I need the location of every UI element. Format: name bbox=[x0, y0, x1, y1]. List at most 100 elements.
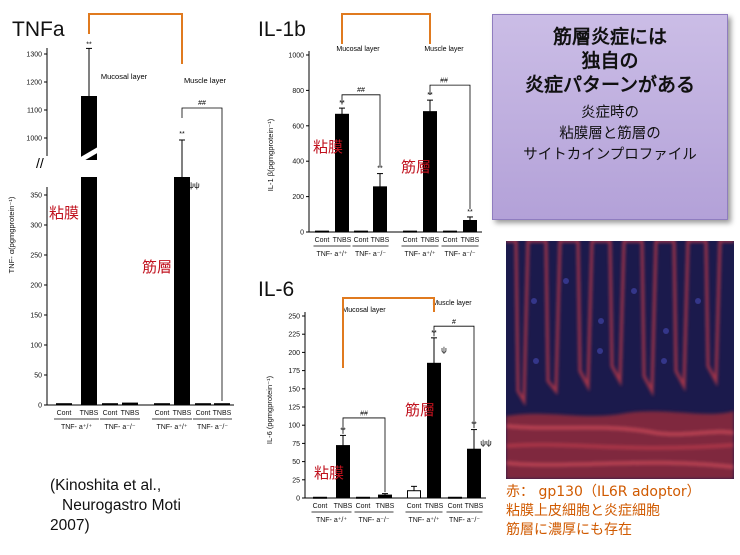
y-tick-label: 0 bbox=[300, 230, 304, 237]
category-label: Cont bbox=[103, 410, 118, 417]
category-label: TNBS bbox=[80, 410, 99, 417]
genotype-label: TNF- a⁻/⁻ bbox=[355, 251, 386, 258]
genotype-label: TNF- a⁻/⁻ bbox=[444, 251, 475, 258]
y-tick-label: 200 bbox=[288, 350, 300, 357]
bar bbox=[448, 496, 462, 499]
category-label: Cont bbox=[407, 503, 422, 510]
significance-mark: ** bbox=[86, 41, 92, 48]
y-tick-label: 25 bbox=[292, 477, 300, 484]
category-label: Cont bbox=[403, 237, 418, 244]
bar bbox=[427, 362, 441, 499]
category-label: Cont bbox=[315, 237, 330, 244]
layer-label: 筋層 bbox=[401, 159, 431, 176]
bar bbox=[313, 496, 327, 499]
comparison-bracket bbox=[341, 94, 381, 167]
genotype-label: TNF- a⁺/⁺ bbox=[61, 424, 92, 431]
category-label: TNBS bbox=[173, 410, 192, 417]
category-label: TNBS bbox=[333, 237, 352, 244]
genotype-label: TNF- a⁻/⁻ bbox=[197, 424, 228, 431]
bar bbox=[403, 230, 417, 233]
comparison-label: ## bbox=[440, 77, 448, 84]
y-axis-label: TNF- α(pgmgprotein⁻¹) bbox=[7, 196, 16, 273]
genotype-label: TNF- a⁺/⁺ bbox=[156, 424, 187, 431]
y-tick-label: 200 bbox=[30, 283, 42, 290]
genotype-label: TNF- a⁺/⁺ bbox=[404, 251, 435, 258]
il6-title: IL-6 bbox=[258, 278, 295, 301]
bar bbox=[407, 490, 421, 499]
category-label: Cont bbox=[57, 410, 72, 417]
genotype-label: TNF- a⁺/⁺ bbox=[408, 517, 439, 524]
bar bbox=[81, 177, 97, 405]
group-label: Muscle layer bbox=[184, 76, 227, 85]
y-tick-label: 150 bbox=[288, 386, 300, 393]
callout-box: 筋層炎症には 独自の 炎症パターンがある 炎症時の 粘膜層と筋層の サイトカイン… bbox=[492, 14, 728, 220]
caption-line: 赤： gp130（IL6R adoptor） bbox=[506, 484, 701, 500]
y-tick-label: 400 bbox=[292, 159, 304, 166]
y-axis-label: IL-6 (pgmgprotein⁻¹) bbox=[265, 375, 274, 444]
category-label: TNBS bbox=[465, 503, 484, 510]
genotype-label: TNF- a⁻/⁻ bbox=[449, 517, 480, 524]
y-tick-label: 1200 bbox=[26, 80, 42, 87]
micrograph-caption: 赤： gp130（IL6R adoptor） 粘膜上皮細胞と炎症細胞 筋層に濃厚… bbox=[506, 483, 736, 540]
y-tick-label: 1100 bbox=[27, 108, 42, 115]
callout-sub-line: 粘膜層と筋層の bbox=[559, 126, 661, 142]
y-tick-label: 225 bbox=[288, 332, 300, 339]
y-tick-label: 600 bbox=[292, 123, 304, 130]
tnfa-chart: //0501001502002503003501000110012001300*… bbox=[7, 13, 234, 431]
category-label: Cont bbox=[354, 237, 369, 244]
callout-title-line: 独自の bbox=[581, 50, 639, 72]
comparison-label: ## bbox=[357, 87, 365, 94]
y-tick-label: 0 bbox=[296, 496, 300, 503]
caption-line: 粘膜上皮細胞と炎症細胞 bbox=[506, 503, 660, 519]
comparison-label: # bbox=[452, 319, 456, 326]
significance-mark: ** bbox=[377, 166, 383, 173]
genotype-label: TNF- a⁻/⁻ bbox=[104, 424, 135, 431]
bar-break-gap bbox=[75, 145, 103, 165]
y-tick-label: 1300 bbox=[26, 52, 42, 59]
category-label: Cont bbox=[155, 410, 170, 417]
callout-title-line: 炎症パターンがある bbox=[524, 74, 696, 96]
genotype-label: TNF- a⁺/⁺ bbox=[316, 251, 347, 258]
category-label: TNBS bbox=[371, 237, 390, 244]
y-tick-label: 175 bbox=[288, 368, 300, 375]
bar bbox=[335, 113, 349, 233]
category-label: TNBS bbox=[121, 410, 140, 417]
group-bracket bbox=[341, 13, 431, 44]
y-tick-label: 250 bbox=[288, 314, 300, 321]
category-label: Cont bbox=[356, 503, 371, 510]
significance-mark: ** bbox=[467, 209, 473, 216]
significance-mark: ** bbox=[179, 131, 185, 138]
category-label: TNBS bbox=[461, 237, 480, 244]
bar bbox=[195, 403, 211, 406]
comparison-bracket bbox=[429, 84, 471, 209]
layer-label: 粘膜 bbox=[314, 465, 344, 482]
y-tick-label: 75 bbox=[292, 441, 300, 448]
callout-sub-line: サイトカインプロファイル bbox=[523, 147, 697, 163]
y-tick-label: 100 bbox=[30, 343, 42, 350]
comparison-label: ## bbox=[198, 100, 206, 107]
citation-line: Neurogastro Moti bbox=[62, 497, 181, 514]
micrograph-drawing bbox=[506, 241, 734, 479]
y-tick-label: 150 bbox=[30, 313, 42, 320]
significance-mark: ψψ bbox=[188, 181, 200, 190]
genotype-label: TNF- a⁻/⁻ bbox=[358, 517, 389, 524]
y-tick-label: 50 bbox=[34, 373, 42, 380]
significance-mark: ψ bbox=[441, 345, 447, 354]
group-bracket bbox=[88, 13, 183, 64]
layer-label: 筋層 bbox=[405, 402, 435, 419]
bar bbox=[122, 402, 138, 405]
tnfa-title: TNFa bbox=[12, 18, 65, 41]
category-label: Cont bbox=[448, 503, 463, 510]
group-label: Mucosal layer bbox=[101, 72, 148, 81]
layer-label: 筋層 bbox=[142, 259, 172, 276]
layer-label: 粘膜 bbox=[313, 139, 343, 156]
category-label: TNBS bbox=[376, 503, 395, 510]
layer-label: 粘膜 bbox=[49, 205, 79, 222]
bar bbox=[56, 403, 72, 406]
category-label: TNBS bbox=[334, 503, 353, 510]
y-axis-label: IL-1 β(pgmgprotein⁻¹) bbox=[266, 118, 275, 191]
bar bbox=[443, 230, 457, 233]
comparison-bracket bbox=[433, 325, 475, 429]
y-tick-label: 0 bbox=[38, 403, 42, 410]
